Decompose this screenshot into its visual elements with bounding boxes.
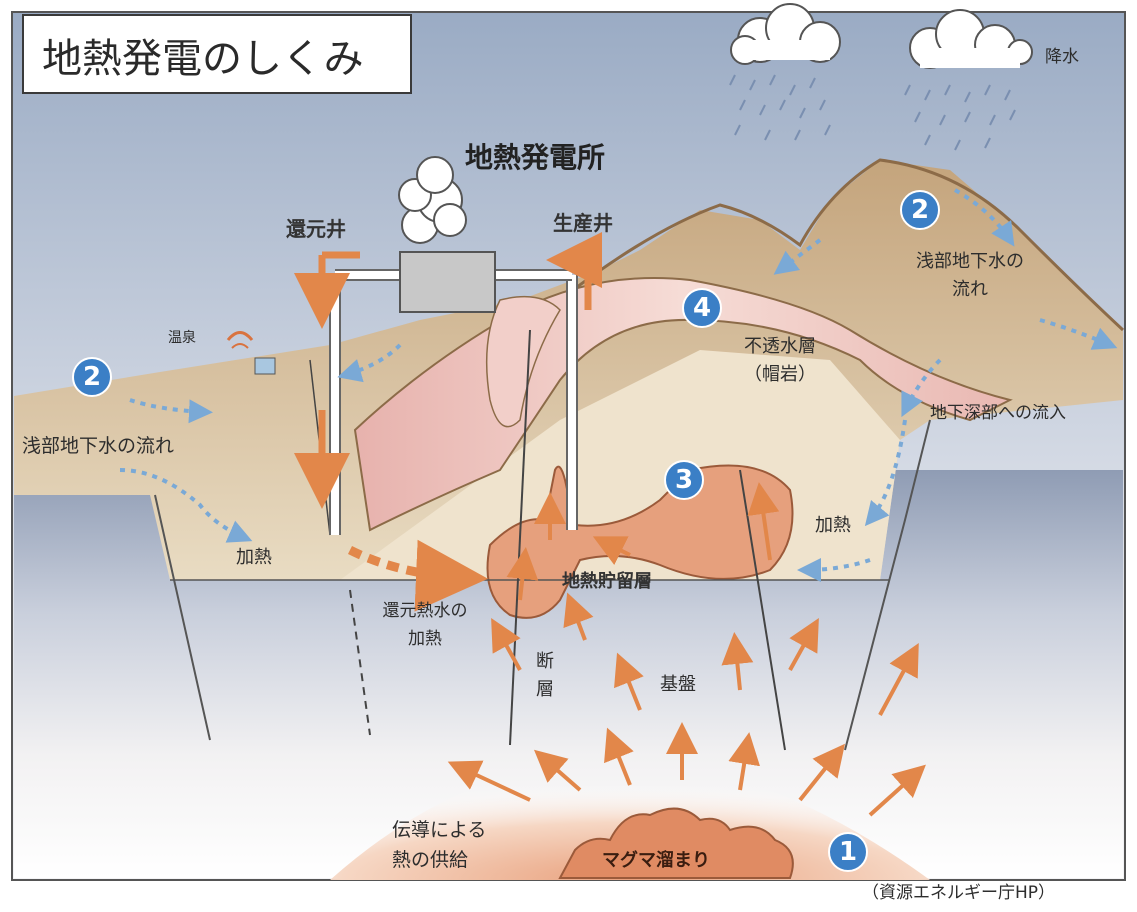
source-credit: （資源エネルギー庁HP） (862, 883, 1056, 903)
label-production-well: 生産井 (553, 211, 613, 235)
marker-2-right: 2 (900, 190, 940, 230)
label-conduction-1: 伝導による (392, 819, 487, 841)
label-conduction-2: 熱の供給 (392, 849, 469, 871)
label-basement: 基盤 (660, 674, 696, 695)
label-impermeable-2: （帽岩） (744, 364, 816, 385)
rain-cloud-left (730, 3, 841, 65)
label-shallow-flow-right-2: 流れ (952, 279, 988, 300)
label-magma: マグマ溜まり (602, 850, 710, 871)
label-precipitation: 降水 (1045, 47, 1079, 67)
label-fault-1: 断 (536, 651, 554, 672)
steam-cloud (398, 156, 467, 244)
label-reinjection-heat-2: 加熱 (408, 629, 442, 649)
marker-1: 1 (828, 832, 868, 872)
power-plant-building (399, 251, 496, 313)
marker-2-left: 2 (72, 357, 112, 397)
marker-3: 3 (664, 460, 704, 500)
rain-cloud-right (909, 9, 1033, 69)
label-reservoir: 地熱貯留層 (562, 571, 652, 592)
label-fault-2: 層 (536, 679, 554, 700)
label-impermeable-1: 不透水層 (744, 336, 816, 357)
magma-chamber (558, 807, 794, 879)
label-shallow-flow-left: 浅部地下水の流れ (22, 435, 175, 457)
diagram-title: 地熱発電のしくみ (42, 36, 364, 82)
label-shallow-flow-right-1: 浅部地下水の (916, 251, 1024, 272)
rain (729, 74, 1016, 151)
label-power-plant: 地熱発電所 (465, 141, 606, 174)
label-reinjection-heat-1: 還元熱水の (382, 601, 468, 621)
label-deep-flow: 地下深部への流入 (930, 404, 1066, 423)
label-heating-left: 加熱 (236, 547, 272, 568)
label-reinjection-well: 還元井 (286, 217, 346, 241)
title-box (22, 14, 412, 94)
marker-4: 4 (682, 288, 722, 328)
label-heating-right: 加熱 (815, 515, 851, 536)
label-hot-spring: 温泉 (168, 330, 196, 346)
